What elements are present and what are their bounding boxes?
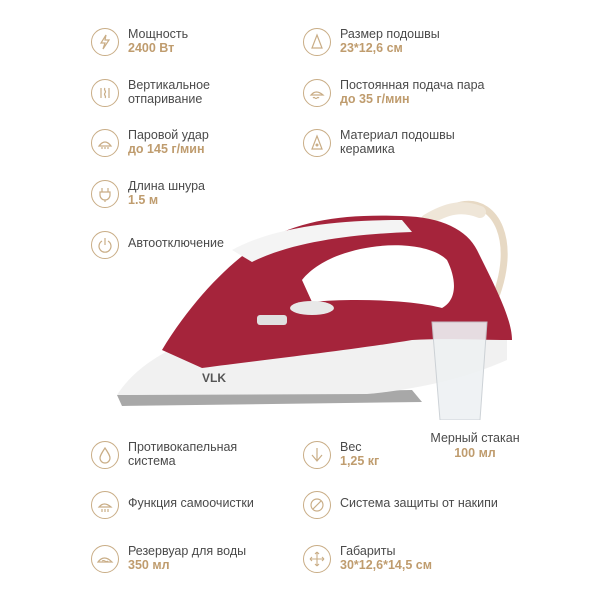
power-value: 2400 Вт — [128, 41, 175, 55]
cord-guard — [421, 202, 486, 226]
steam-slider — [257, 315, 287, 325]
measuring-cup — [431, 321, 488, 420]
steam-iron-image: VLK — [117, 200, 512, 420]
spec-dimensions: Габариты 30*12,6*14,5 см — [303, 544, 432, 573]
tank-value: 350 мл — [128, 558, 170, 572]
ceramic-icon — [303, 129, 331, 157]
iron-steam-icon — [303, 79, 331, 107]
self-clean-icon — [91, 491, 119, 519]
dimensions-arrows-icon — [303, 545, 331, 573]
vertical-label-2: отпаривание — [128, 92, 203, 106]
weight-value: 1,25 кг — [340, 454, 380, 468]
burst-label: Паровой удар — [128, 128, 209, 142]
spec-auto-off: Автоотключение — [91, 230, 224, 259]
tank-label: Резервуар для воды — [128, 544, 247, 558]
measuring-cup-caption: Мерный стакан 100 мл — [400, 431, 550, 461]
anticalc-label: Система защиты от накипи — [340, 496, 498, 510]
anti-calc-icon — [303, 491, 331, 519]
vertical-label-1: Вертикальное — [128, 78, 210, 92]
steam-dial — [290, 301, 334, 315]
cord-value: 1.5 м — [128, 193, 159, 207]
soleplate-size-label: Размер подошвы — [340, 27, 440, 41]
cup-label: Мерный стакан — [430, 431, 520, 445]
spec-water-tank: Резервуар для воды 350 мл — [91, 544, 246, 573]
steam-burst-icon — [91, 129, 119, 157]
soleplate-icon — [303, 28, 331, 56]
top-panel — [232, 220, 412, 262]
soleplate-material-value: керамика — [340, 142, 395, 156]
spec-vertical-steam: Вертикальное отпаривание — [91, 78, 210, 107]
soleplate-material-label: Материал подошвы — [340, 128, 455, 142]
selfclean-label: Функция самоочистки — [128, 496, 254, 510]
spec-cord-length: Длина шнура 1.5 м — [91, 179, 205, 208]
plug-icon — [91, 180, 119, 208]
spec-self-clean: Функция самоочистки — [91, 490, 254, 519]
spec-anti-calc: Система защиты от накипи — [303, 490, 498, 519]
antidrip-label-1: Противокапельная — [128, 440, 238, 454]
handle-opening — [302, 245, 454, 308]
soleplate-size-value: 23*12,6 см — [340, 41, 403, 55]
cord-label: Длина шнура — [128, 179, 206, 193]
drop-icon — [91, 441, 119, 469]
spec-soleplate-material: Материал подошвы керамика — [303, 128, 455, 157]
weight-label: Вес — [340, 440, 362, 454]
dimensions-value: 30*12,6*14,5 см — [340, 558, 432, 572]
brand-logo: VLK — [202, 371, 226, 385]
autooff-label: Автоотключение — [128, 236, 224, 250]
spec-steam-burst: Паровой удар до 145 г/мин — [91, 128, 209, 157]
weight-arrow-icon — [303, 441, 331, 469]
steam-value: до 35 г/мин — [340, 92, 410, 106]
spec-continuous-steam: Постоянная подача пара до 35 г/мин — [303, 78, 484, 107]
spec-anti-drip: Противокапельная система — [91, 440, 237, 469]
power-off-icon — [91, 231, 119, 259]
cup-value: 100 мл — [454, 446, 496, 460]
spec-power: Мощность 2400 Вт — [91, 27, 188, 56]
steam-label: Постоянная подача пара — [340, 78, 485, 92]
spec-weight: Вес 1,25 кг — [303, 440, 379, 469]
spec-soleplate-size: Размер подошвы 23*12,6 см — [303, 27, 440, 56]
dimensions-label: Габариты — [340, 544, 396, 558]
burst-value: до 145 г/мин — [128, 142, 205, 156]
power-label: Мощность — [128, 27, 189, 41]
water-tank-icon — [91, 545, 119, 573]
antidrip-label-2: система — [128, 454, 176, 468]
vertical-steam-icon — [91, 79, 119, 107]
lightning-icon — [91, 28, 119, 56]
